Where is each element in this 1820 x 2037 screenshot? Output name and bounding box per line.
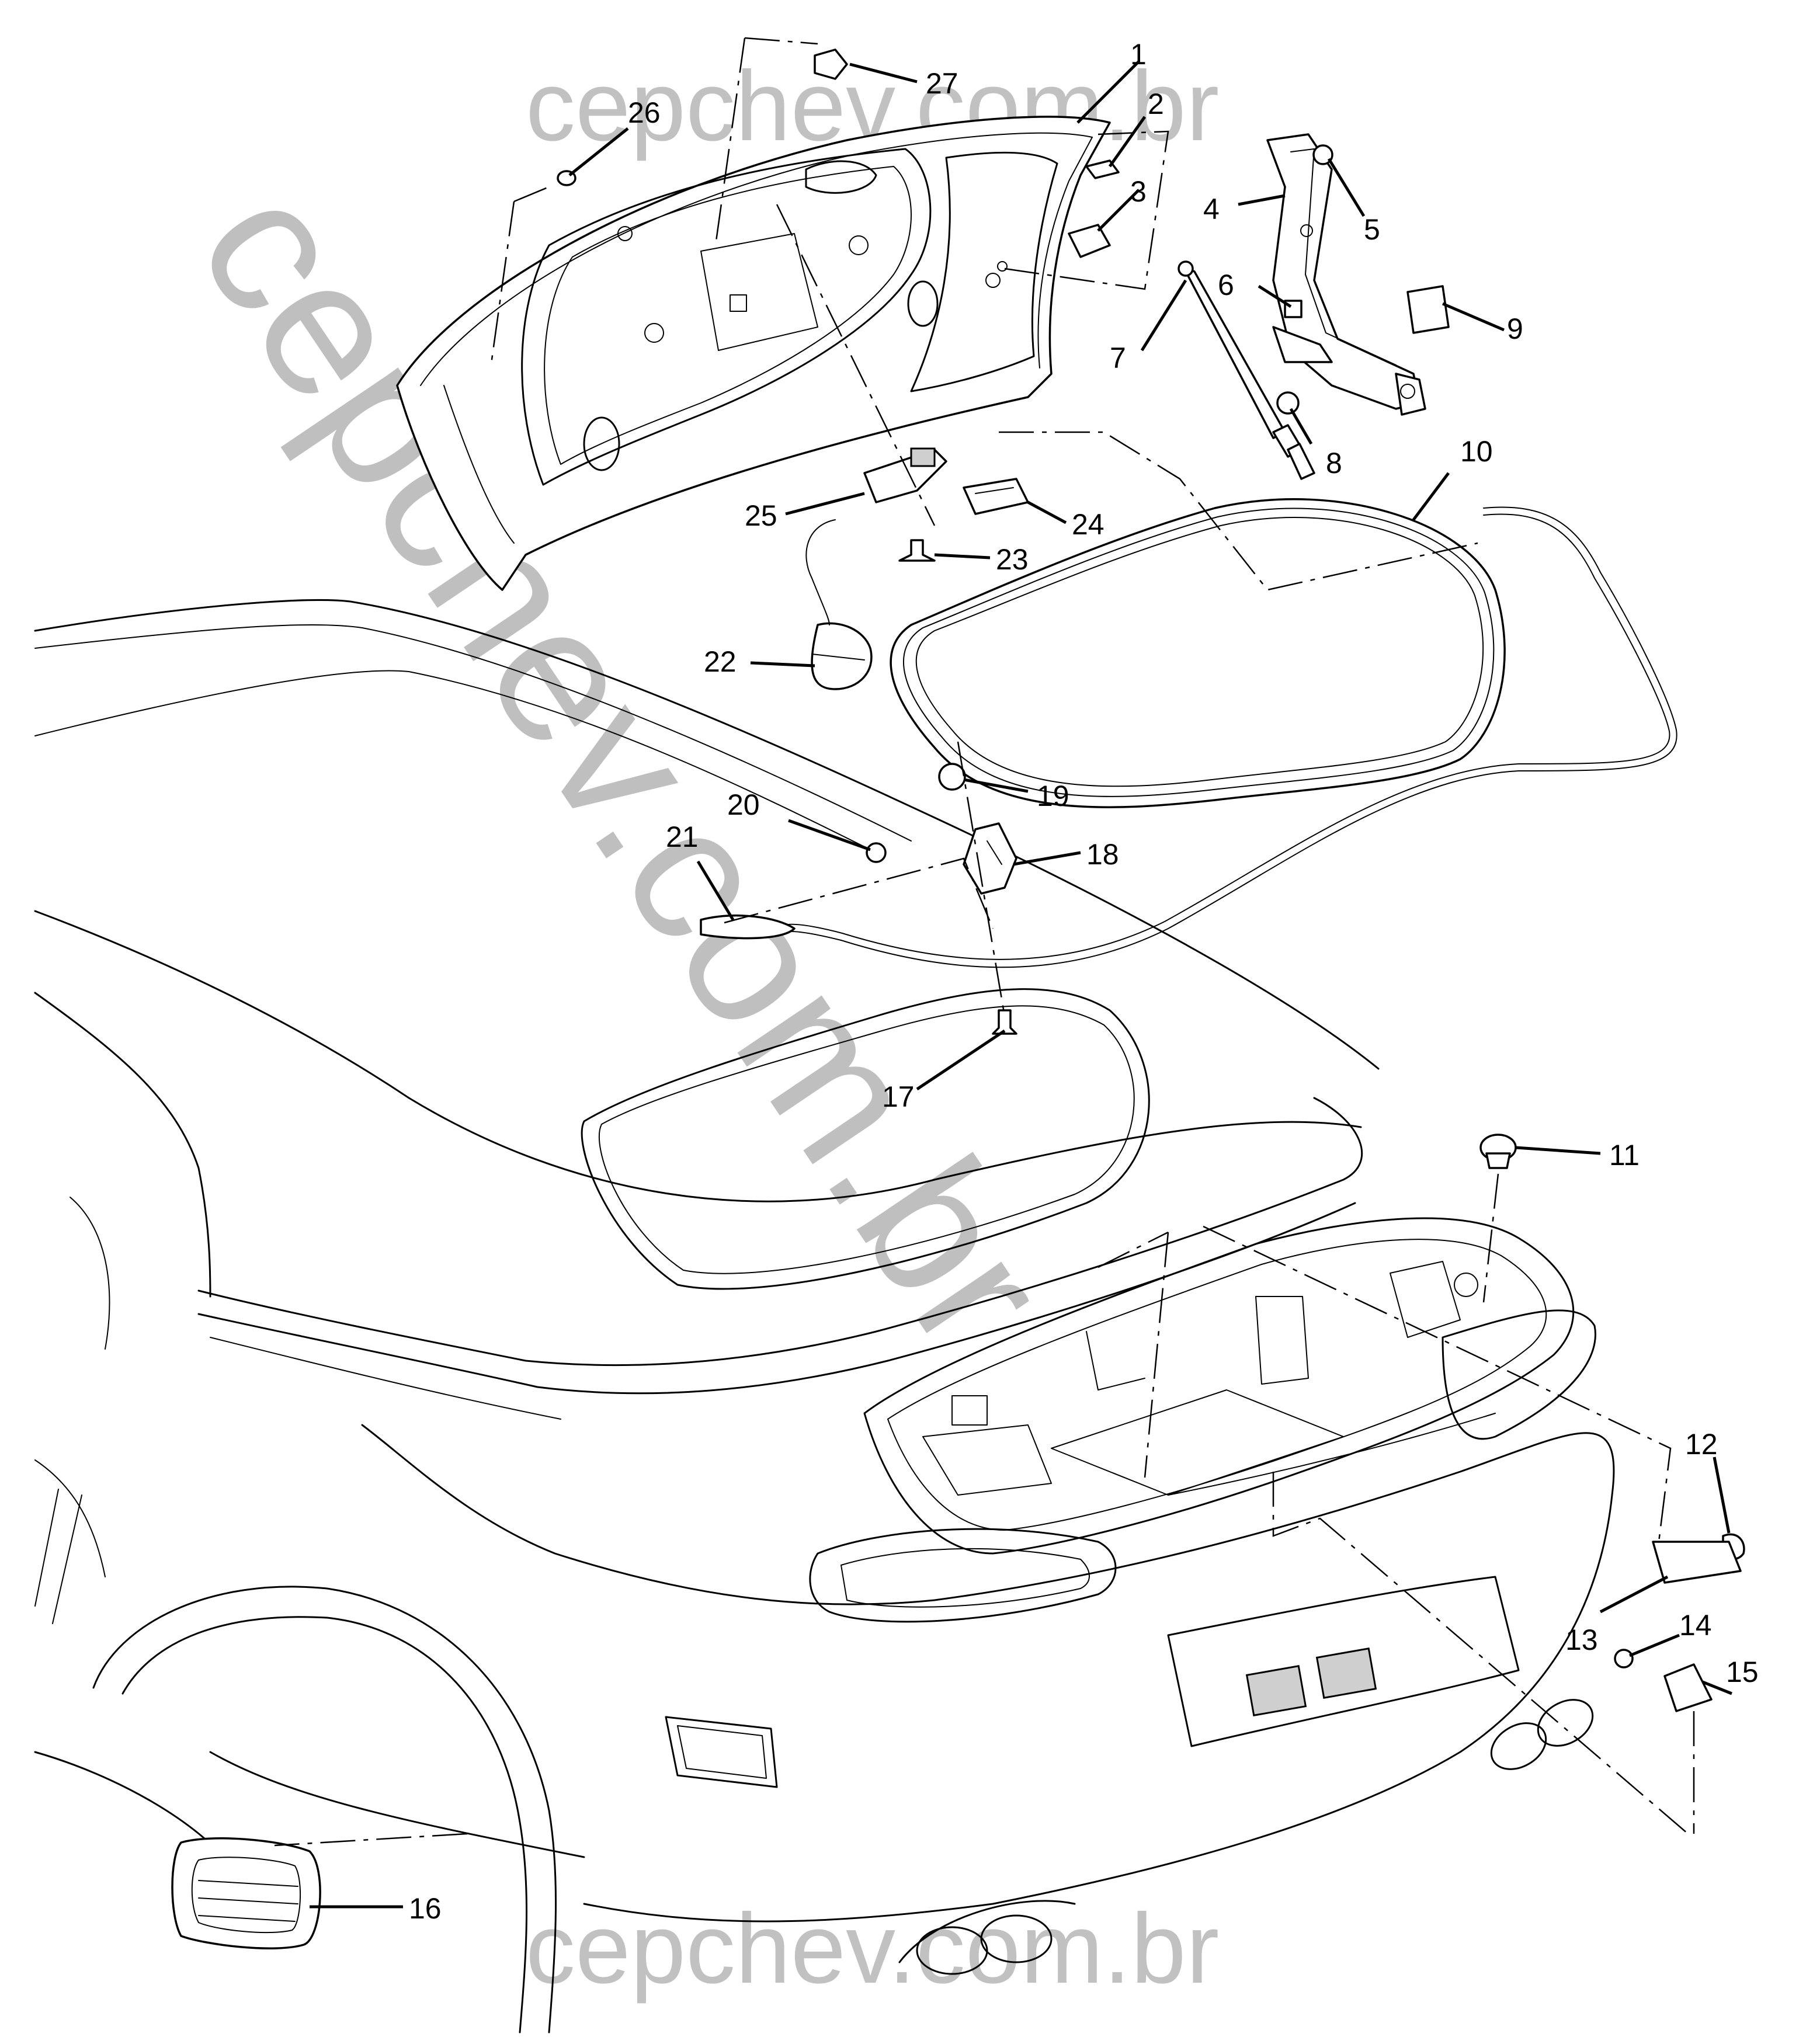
gas-strut: [1178, 260, 1315, 480]
callout-11: 11: [1609, 1139, 1640, 1172]
callout-17: 17: [882, 1080, 915, 1113]
callout-5: 5: [1364, 213, 1380, 246]
callout-10: 10: [1460, 435, 1493, 468]
leader-lines: [310, 60, 1732, 1909]
callout-1: 1: [1130, 38, 1147, 71]
latch-parts: [171, 48, 1745, 1949]
callout-7: 7: [1110, 342, 1126, 374]
callout-27: 27: [926, 67, 958, 100]
callout-26: 26: [628, 96, 661, 129]
callout-25: 25: [745, 499, 777, 532]
callout-23: 23: [996, 543, 1029, 576]
reference-lines: [274, 37, 1695, 1847]
callout-24: 24: [1072, 508, 1104, 541]
callout-22: 22: [704, 645, 737, 678]
callout-4: 4: [1203, 193, 1220, 225]
callout-8: 8: [1326, 447, 1342, 479]
release-cable: [776, 506, 1677, 968]
callout-9: 9: [1507, 312, 1523, 345]
callout-14: 14: [1679, 1609, 1712, 1642]
callout-20: 20: [727, 788, 760, 821]
callout-18: 18: [1086, 838, 1119, 871]
deck-lid-outer: [396, 116, 1111, 591]
callout-3: 3: [1130, 175, 1147, 208]
callout-15: 15: [1726, 1656, 1759, 1688]
deck-lid: [396, 116, 1111, 591]
callout-21: 21: [666, 821, 699, 853]
callout-6: 6: [1218, 269, 1234, 301]
car-body: [34, 599, 1615, 2033]
watermark-bottom: cepchev.com.br: [526, 1893, 1219, 2004]
callout-13: 13: [1565, 1624, 1598, 1656]
callout-numbers: 1 2 3 4 5 6 7 8 9 10 11 12 13 14 15 16 1…: [409, 38, 1759, 1925]
trunk-opening: [863, 1217, 1575, 1555]
callout-16: 16: [409, 1892, 442, 1925]
callout-19: 19: [1037, 780, 1069, 812]
weatherstrip: [890, 498, 1506, 808]
rear-window: [581, 988, 1150, 1290]
rear-fascia: [361, 1424, 1615, 1923]
callout-2: 2: [1148, 88, 1164, 120]
rear-wheel-well: [92, 1586, 557, 2033]
roof-outline: [34, 599, 1380, 1070]
exhaust-tips-lower: [898, 1900, 1076, 1975]
callout-12: 12: [1685, 1428, 1718, 1461]
hinge-assembly: [1266, 133, 1426, 416]
exhaust-tips-right: [1490, 1699, 1594, 1770]
